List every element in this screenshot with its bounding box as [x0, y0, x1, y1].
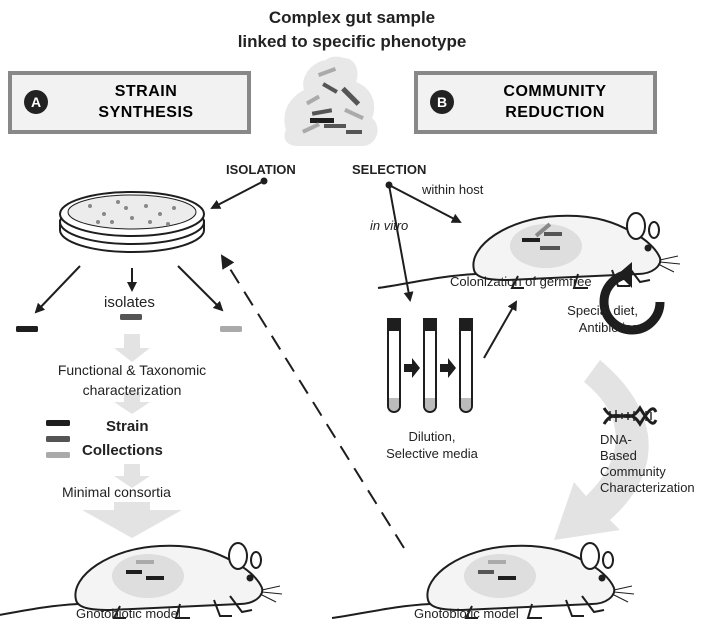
test-tube-icon	[422, 317, 438, 413]
functional-line-2: characterization	[82, 382, 182, 398]
in-vitro-label: in vitro	[370, 218, 409, 233]
diagram-title: Complex gut sample linked to specific ph…	[150, 6, 554, 54]
panel-b-title-line-2: REDUCTION	[505, 104, 605, 121]
diet-antibiotics-label: Special diet, Antibiotics	[552, 302, 638, 336]
panel-b-title: COMMUNITY REDUCTION	[462, 81, 648, 123]
panel-a-header: A STRAIN SYNTHESIS	[8, 71, 251, 134]
panel-a-title-line-2: SYNTHESIS	[98, 104, 194, 121]
selective-media-line: Selective media	[386, 446, 478, 461]
petri-dish-icon	[59, 191, 205, 253]
special-diet-line: Special diet,	[567, 303, 638, 318]
functional-line-1: Functional & Taxonomic	[57, 362, 207, 378]
dna-line-1: DNA-	[600, 432, 632, 447]
dilution-line: Dilution,	[408, 429, 456, 444]
stool-sample-icon	[284, 56, 378, 146]
dna-line-3: Community	[600, 464, 666, 479]
gnotobiotic-right-label: Gnotobiotic model	[414, 606, 519, 621]
dna-characterization-label: DNA- Based Community Characterization	[600, 432, 695, 496]
panel-b-badge: B	[430, 90, 454, 114]
mouse-icon	[0, 542, 283, 619]
gnotobiotic-left-label: Gnotobiotic model	[76, 606, 181, 621]
minimal-consortia-label: Minimal consortia	[62, 484, 171, 500]
dna-icon	[602, 405, 658, 427]
panel-a-title: STRAIN SYNTHESIS	[56, 81, 236, 123]
panel-a-badge: A	[24, 90, 48, 114]
dna-line-4: Characterization	[600, 480, 695, 495]
test-tube-icon	[386, 317, 402, 413]
dilution-label: Dilution, Selective media	[374, 428, 490, 462]
within-host-label: within host	[422, 182, 484, 197]
test-tube-icon	[458, 317, 474, 413]
isolates-label: isolates	[104, 294, 155, 311]
dna-line-2: Based	[600, 448, 637, 463]
collections-label: Collections	[82, 442, 163, 459]
mouse-icon	[331, 542, 635, 619]
panel-a-title-line-1: STRAIN	[114, 83, 178, 100]
panel-b-header: B COMMUNITY REDUCTION	[414, 71, 657, 134]
title-line-1: Complex gut sample	[268, 8, 436, 27]
antibiotics-line: Antibiotics	[578, 320, 638, 335]
strain-label: Strain	[106, 418, 149, 435]
panel-b-title-line-1: COMMUNITY	[503, 83, 607, 100]
circular-arrow-icon	[599, 262, 665, 335]
mouse-icon	[377, 212, 681, 289]
colonization-label: Colonization of germfree	[450, 274, 592, 289]
selection-label: SELECTION	[352, 162, 427, 177]
isolation-label: ISOLATION	[226, 162, 296, 177]
title-line-2: linked to specific phenotype	[237, 32, 467, 51]
functional-characterization-label: Functional & Taxonomic characterization	[12, 360, 252, 400]
